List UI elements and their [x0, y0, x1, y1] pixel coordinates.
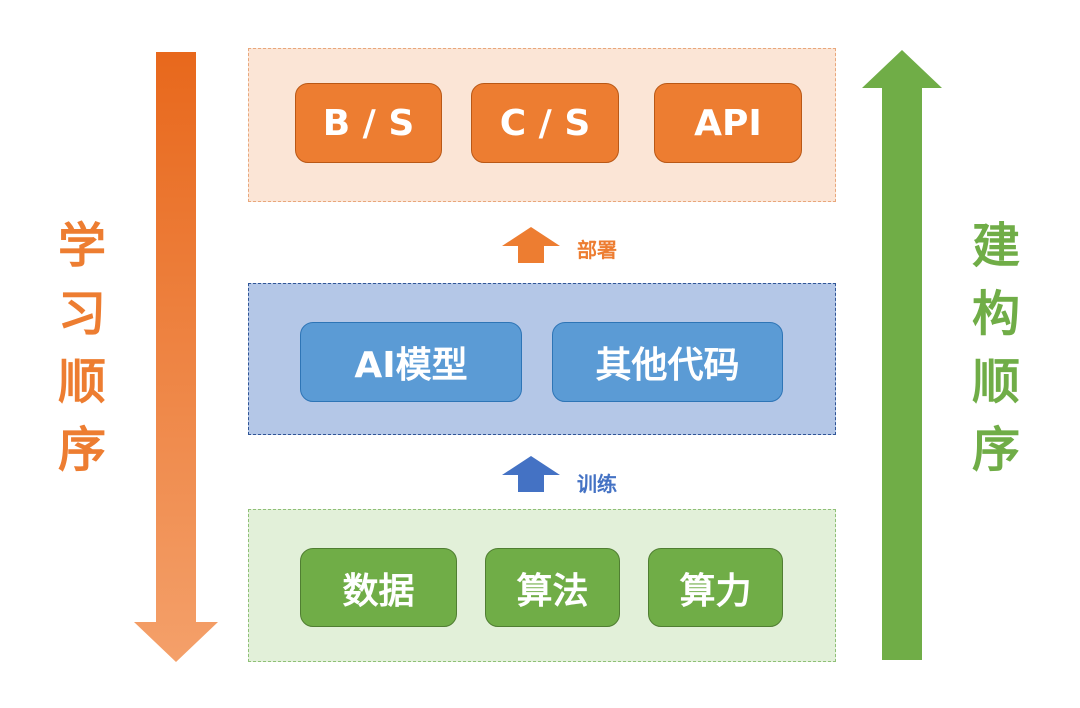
- build-order-char: 顺: [972, 354, 1021, 410]
- learning-order-title: 学 习 顺 序: [58, 212, 106, 484]
- train-label: 训练: [577, 472, 617, 496]
- learning-order-char: 学: [58, 218, 107, 274]
- data-box: 数据: [300, 548, 457, 627]
- deploy-label: 部署: [577, 238, 617, 262]
- deploy-up-arrow: [502, 227, 560, 263]
- deploy-cs-box: C / S: [471, 83, 619, 163]
- other-code-box: 其他代码: [552, 322, 783, 402]
- train-up-arrow: [502, 456, 560, 492]
- build-order-arrow: [862, 50, 942, 660]
- ai-model-box: AI模型: [300, 322, 522, 402]
- learning-order-char: 顺: [58, 354, 107, 410]
- compute-box: 算力: [648, 548, 783, 627]
- learning-order-char: 序: [58, 422, 107, 478]
- build-order-title: 建 构 顺 序: [972, 212, 1020, 484]
- build-order-char: 构: [972, 286, 1021, 342]
- algorithm-box: 算法: [485, 548, 620, 627]
- deploy-api-box: API: [654, 83, 802, 163]
- build-order-char: 建: [972, 218, 1021, 274]
- deploy-bs-box: B / S: [295, 83, 442, 163]
- learning-order-arrow: [134, 52, 218, 662]
- build-order-char: 序: [972, 422, 1021, 478]
- learning-order-char: 习: [58, 286, 107, 342]
